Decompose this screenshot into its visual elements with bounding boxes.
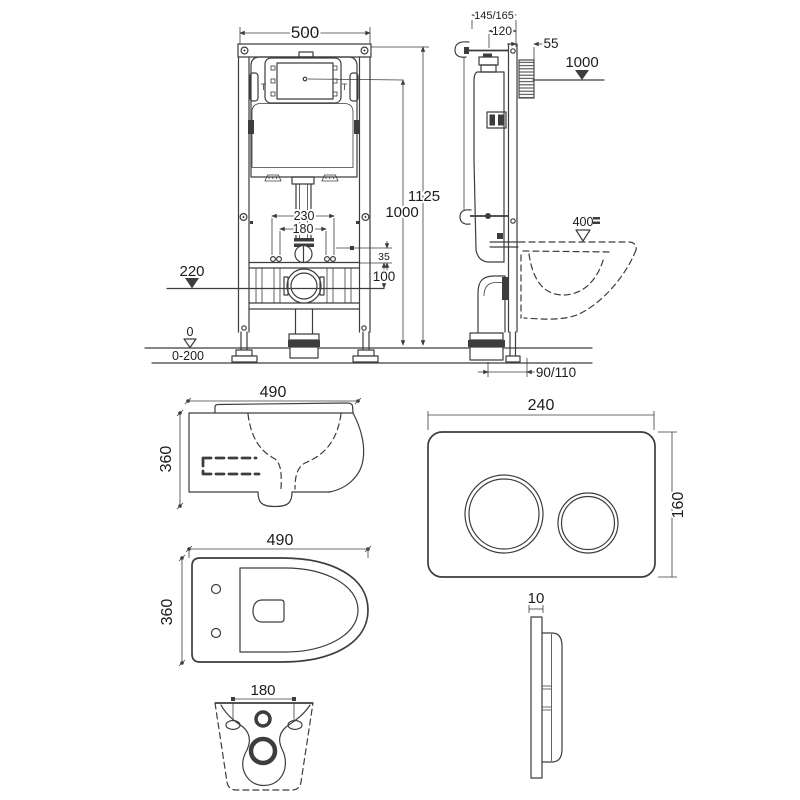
panel-center-mark <box>302 76 308 82</box>
dim-depth: 145/165 <box>474 10 514 22</box>
dim-pan-depth: 490 <box>260 384 287 401</box>
large-flush-button[interactable] <box>464 474 544 554</box>
dim-plate-width: 240 <box>528 397 555 414</box>
dim-plate-height: 1000 <box>385 204 418 221</box>
dim-pan-top-depth: 490 <box>267 532 294 549</box>
side-outlet-elbow <box>468 275 508 361</box>
pan-bottom-dashed-outline <box>214 702 314 791</box>
seat-inner-edge <box>239 567 359 653</box>
flush-plate-front-view: 240 160 <box>427 395 689 578</box>
level-marker-open <box>575 229 591 242</box>
hinge-hole <box>210 583 222 595</box>
outlet-ring <box>248 736 278 766</box>
dim-floor-range: 0-200 <box>172 349 204 363</box>
flush-inlet-ring <box>254 710 272 728</box>
frame-post <box>505 43 521 363</box>
crossbar-assembly <box>248 261 361 310</box>
seat-outline <box>191 557 369 663</box>
level-marker-filled <box>575 70 589 80</box>
level-marker-open <box>183 338 197 349</box>
toilet-side-view: 490 360 <box>156 382 365 510</box>
wall-hung-pan-dashed-profile <box>518 241 637 320</box>
frame-top-bar <box>237 43 372 58</box>
outlet-socket <box>286 268 322 304</box>
hinge-hole <box>210 627 222 639</box>
side-elevation-view: 145/165 120 55 <box>454 8 637 382</box>
dim-bolt-outer: 230 <box>294 209 315 223</box>
wall-anchor-mid <box>459 209 508 225</box>
flush-pipe <box>291 176 315 264</box>
flush-plate-body <box>427 431 656 578</box>
access-panel <box>264 57 404 104</box>
fixing-slot <box>287 719 303 731</box>
frame-feet <box>231 331 379 363</box>
dim-plate-thickness: 10 <box>528 590 545 607</box>
pan-side-outline <box>188 402 365 508</box>
dim-outlet-drop: 100 <box>373 269 396 284</box>
pan-bottom-body <box>220 704 311 787</box>
flush-plate-side-view: 10 <box>526 588 563 779</box>
wall-anchor-top <box>454 41 508 58</box>
dim-outlet-distance: 90/110 <box>536 365 576 380</box>
cistern-side-profile <box>473 53 519 263</box>
plate-profile <box>530 616 543 779</box>
dim-plate-recess: 55 <box>543 36 558 51</box>
dim-floor-zero: 0 <box>187 325 194 339</box>
dim-frame-depth: 120 <box>492 24 512 38</box>
fixing-slot <box>225 719 241 731</box>
dim-plate-height: 160 <box>670 492 687 519</box>
toilet-top-view: 490 360 <box>157 530 372 667</box>
dim-bottom-bolt-spacing: 180 <box>250 682 275 699</box>
frame-rails <box>237 56 371 333</box>
level-marker-filled <box>185 278 199 289</box>
dim-total-height: 1125 <box>408 188 440 205</box>
dim-crossbar-offset: 35 <box>378 251 390 263</box>
flush-plate-hatched <box>518 59 535 99</box>
button-housing-profile <box>541 632 563 763</box>
dim-bolt-inner: 180 <box>293 222 314 236</box>
dim-pan-top-width: 360 <box>159 599 176 626</box>
tank-top-notch <box>298 51 314 58</box>
inlet-opening <box>252 599 285 623</box>
dim-seat-height: 400 <box>573 215 594 229</box>
dim-frame-width: 500 <box>291 23 319 42</box>
toilet-bottom-view: 180 <box>214 680 314 791</box>
outlet-elbow <box>288 308 320 359</box>
front-elevation-view: 500 <box>166 21 442 365</box>
dim-plate-height-side: 1000 <box>565 54 598 71</box>
pan-side-dashed-internals <box>201 413 342 490</box>
dim-supply-height: 220 <box>179 263 204 280</box>
dim-pan-height: 360 <box>158 446 175 473</box>
small-flush-button[interactable] <box>557 492 619 554</box>
